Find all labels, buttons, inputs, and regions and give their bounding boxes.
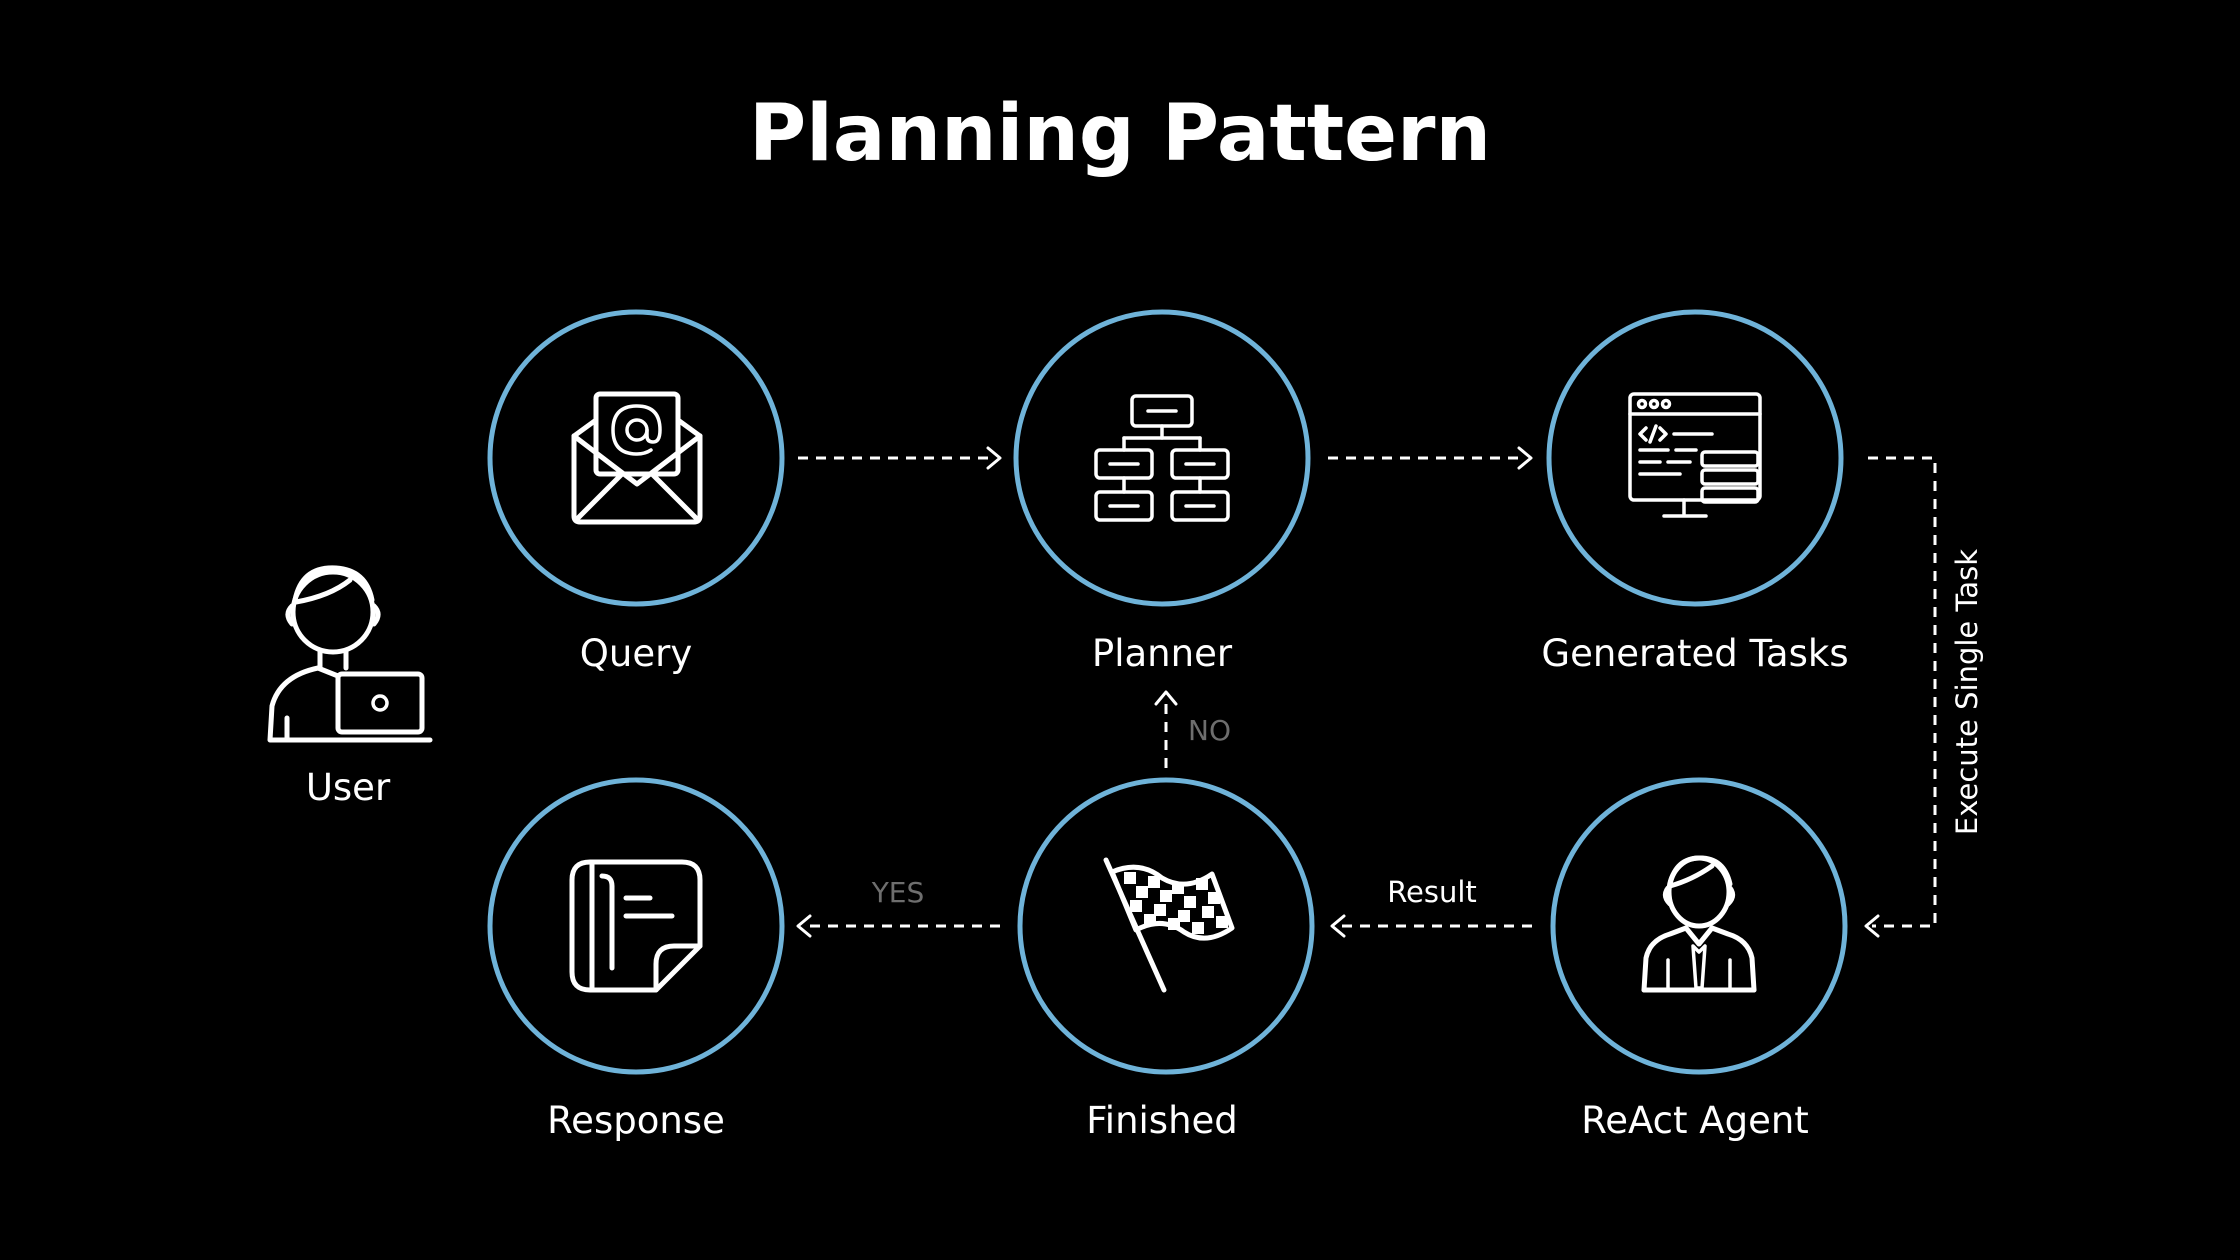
checkered-flag-icon [1103, 857, 1235, 993]
edge-finished-to-planner [1154, 690, 1178, 768]
finished-label: Finished [1086, 1099, 1238, 1142]
edge-query-to-planner [798, 446, 1002, 470]
generated-tasks-label: Generated Tasks [1541, 632, 1848, 675]
code-monitor-icon [1628, 392, 1762, 518]
response-ring [487, 777, 785, 1075]
user-laptop-icon [267, 565, 433, 743]
yes-label: YES [871, 876, 925, 909]
planner-ring [1013, 309, 1311, 607]
react-agent-ring [1550, 777, 1848, 1075]
edge-generated-tasks-to-react-agent [1864, 456, 1937, 938]
page-title: Planning Pattern [749, 89, 1491, 179]
agent-person-icon [1641, 855, 1757, 993]
edge-react-agent-to-finished [1330, 914, 1532, 938]
user-label: User [306, 766, 391, 809]
edge-finished-to-response [796, 914, 1000, 938]
generated-tasks-ring [1546, 309, 1844, 607]
query-label: Query [580, 632, 692, 675]
result-label: Result [1387, 875, 1477, 909]
response-label: Response [547, 1099, 725, 1142]
email-at-icon [571, 391, 703, 525]
no-label: NO [1188, 714, 1231, 747]
note-document-icon [569, 859, 703, 993]
planner-label: Planner [1092, 632, 1233, 675]
hierarchy-icon [1094, 394, 1230, 522]
execute-single-task-label: Execute Single Task [1950, 549, 1984, 835]
query-ring [487, 309, 785, 607]
react-agent-label: ReAct Agent [1581, 1099, 1809, 1142]
edge-planner-to-generated-tasks [1328, 446, 1533, 470]
finished-ring [1017, 777, 1315, 1075]
